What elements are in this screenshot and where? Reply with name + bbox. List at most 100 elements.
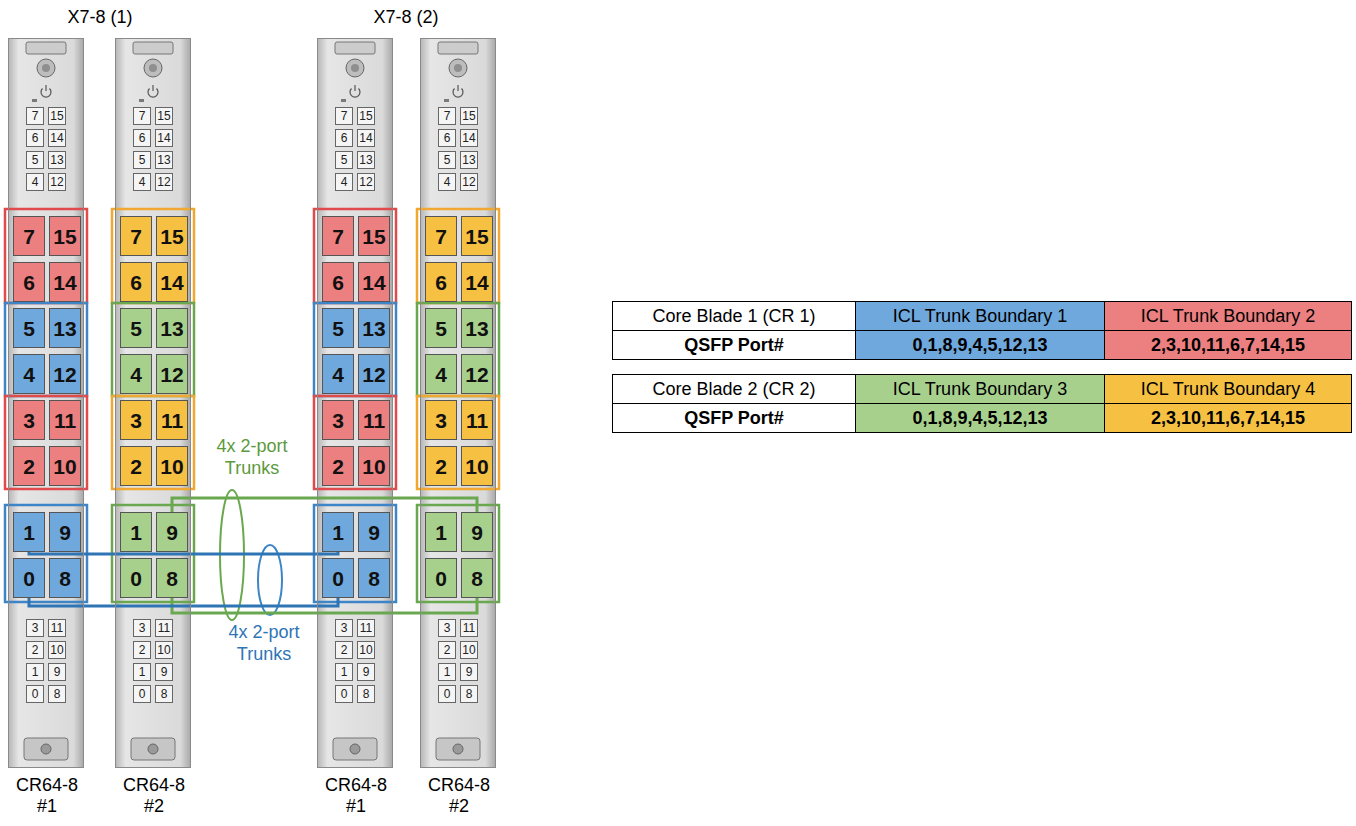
port-number: 3 [332,410,344,431]
port-label: 13 [357,151,375,169]
port-label: 12 [460,173,478,191]
port-number: 15 [53,226,76,247]
port-label: 7 [335,107,353,125]
blade-name: CR64-8 #1 [7,775,87,816]
port-label: 3 [438,619,456,637]
port-label: 10 [357,641,375,659]
port-label: 6 [133,129,151,147]
port-box: 4 [120,354,152,394]
port-number: 9 [59,522,71,543]
port-label: 5 [438,151,456,169]
blade-name: CR64-8 #1 [316,775,396,816]
port-number: 15 [160,226,183,247]
port-number: 1 [23,522,35,543]
port-label: 2 [133,641,151,659]
port-number: 7 [435,226,447,247]
port-box: 12 [156,354,188,394]
port-number: 0 [130,568,142,589]
port-box: 5 [13,308,45,348]
trunk-link [29,552,338,554]
port-box: 7 [425,216,457,256]
port-box: 6 [120,262,152,302]
trunk-boundary-outline [314,209,396,303]
port-label: 5 [335,151,353,169]
port-number: 2 [435,456,447,477]
port-number: 11 [466,410,488,431]
port-number: 14 [362,272,385,293]
port-label: 0 [133,685,151,703]
trunk-boundary-outline [112,396,194,489]
trunk-boundary-outline [417,209,499,303]
port-label: 2 [438,641,456,659]
port-box: 15 [156,216,188,256]
trunk-boundary-outline [417,303,499,396]
port-box: 4 [425,354,457,394]
port-box: 10 [461,446,493,486]
port-box: 11 [49,400,81,440]
port-box: 12 [461,354,493,394]
port-number: 4 [23,364,35,385]
port-number: 1 [332,522,344,543]
trunk-boundary-outline [417,505,499,602]
port-box: 15 [49,216,81,256]
blade-body [8,38,84,768]
port-box: 7 [322,216,354,256]
port-label: 7 [133,107,151,125]
port-label: 1 [335,663,353,681]
table-cell: ICL Trunk Boundary 3 [855,374,1105,404]
port-label: 15 [460,107,478,125]
port-label: 6 [438,129,456,147]
port-number: 3 [130,410,142,431]
port-number: 0 [435,568,447,589]
port-number: 7 [332,226,344,247]
port-label: 15 [357,107,375,125]
port-box: 3 [425,400,457,440]
port-box: 13 [156,308,188,348]
port-label: 11 [460,619,478,637]
port-label: 14 [357,129,375,147]
table-cell: 0,1,8,9,4,5,12,13 [855,403,1105,433]
port-box: 10 [156,446,188,486]
port-box: 9 [461,512,493,552]
port-label: 13 [155,151,173,169]
trunk-boundary-outline [5,396,87,489]
table-cell: ICL Trunk Boundary 2 [1104,301,1352,331]
port-number: 9 [471,522,483,543]
port-number: 10 [160,456,183,477]
port-label: 15 [155,107,173,125]
port-number: 12 [362,364,385,385]
port-box: 11 [156,400,188,440]
port-number: 4 [332,364,344,385]
port-box: 2 [322,446,354,486]
port-number: 15 [465,226,488,247]
blade-body [115,38,191,768]
port-number: 4 [130,364,142,385]
port-number: 6 [332,272,344,293]
blade-name: CR64-8 #2 [114,775,194,816]
trunk-boundary-outline [417,396,499,489]
trunk-boundary-outline [112,209,194,303]
port-label: 14 [155,129,173,147]
port-box: 5 [322,308,354,348]
port-number: 5 [435,318,447,339]
trunk-boundary-outline [5,303,87,396]
port-box: 9 [49,512,81,552]
port-number: 0 [23,568,35,589]
table-cell: ICL Trunk Boundary 4 [1104,374,1352,404]
port-number: 12 [53,364,76,385]
port-number: 5 [332,318,344,339]
port-number: 9 [166,522,178,543]
port-label: 0 [438,685,456,703]
trunk-boundary-outline [314,396,396,489]
trunk-boundary-outline [112,303,194,396]
port-number: 7 [130,226,142,247]
port-number: 0 [332,568,344,589]
port-number: 13 [362,318,385,339]
port-box: 0 [120,558,152,598]
port-box: 11 [461,400,493,440]
port-number: 6 [23,272,35,293]
port-box: 10 [358,446,390,486]
chassis-title: X7-8 (2) [346,6,466,30]
trunk-label: 4x 2-port Trunks [212,622,316,665]
